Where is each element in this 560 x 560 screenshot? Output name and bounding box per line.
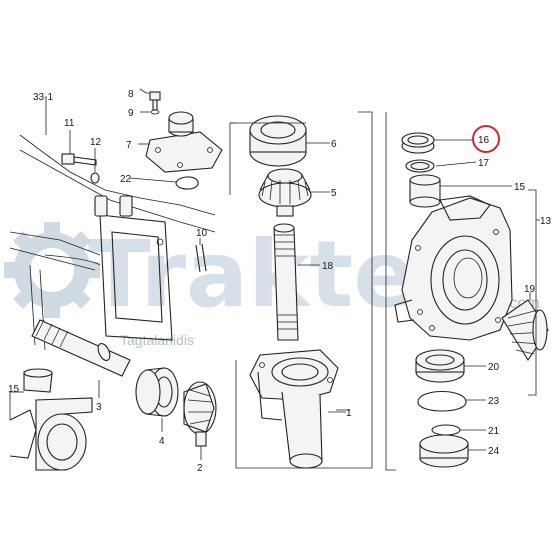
- callout-4: 4: [159, 436, 165, 447]
- callout-20: 20: [488, 362, 500, 373]
- callout-33-1: 33-1: [33, 92, 53, 103]
- callout-12: 12: [90, 137, 102, 148]
- snap-ring-23-drawing: [417, 391, 467, 412]
- callout-2: 2: [197, 463, 203, 474]
- gear-2-drawing: [183, 381, 217, 460]
- callout-16: 16: [478, 135, 490, 146]
- shaft-3-drawing: [31, 319, 131, 398]
- highlight-circle-16: [472, 125, 500, 153]
- bolt-11-drawing: [61, 130, 97, 166]
- housing-lower-left-drawing: [9, 368, 93, 471]
- callout-8: 8: [128, 89, 134, 100]
- ring-21-drawing: [431, 424, 461, 436]
- callout-19: 19: [524, 284, 536, 295]
- cover-7-drawing: [145, 91, 223, 173]
- cap-24-drawing: [419, 434, 469, 468]
- housing-33-1-drawing: [9, 134, 216, 351]
- callout-21: 21: [488, 426, 500, 437]
- snap-ring-22-drawing: [175, 176, 199, 190]
- callout-18: 18: [322, 261, 334, 272]
- gear-5-drawing: [258, 168, 312, 217]
- callout-23: 23: [488, 396, 500, 407]
- callout-9: 9: [128, 108, 134, 119]
- housing-1-drawing: [249, 349, 339, 469]
- callout-15-bottom: 15: [8, 384, 20, 395]
- callout-7: 7: [126, 140, 132, 151]
- callout-5: 5: [331, 188, 337, 199]
- callout-11: 11: [64, 118, 75, 129]
- ring-17-drawing: [405, 159, 435, 173]
- callout-3: 3: [96, 402, 102, 413]
- bearing-20-drawing: [415, 349, 465, 383]
- callout-6: 6: [331, 139, 337, 150]
- callout-17: 17: [478, 158, 490, 169]
- watermark-gear-icon: [4, 222, 100, 318]
- bushing-15-drawing: [409, 174, 441, 208]
- callout-24: 24: [488, 446, 500, 457]
- callout-10: 10: [196, 228, 208, 239]
- pin-10-drawing: [195, 238, 207, 273]
- leader-lines: [45, 88, 540, 471]
- bearing-4-drawing: [135, 367, 179, 432]
- callout-1: 1: [346, 408, 352, 419]
- housing-13-drawing: [394, 195, 513, 341]
- washer-12-drawing: [90, 148, 100, 184]
- callout-15-top: 15: [514, 182, 526, 193]
- callout-13: 13: [540, 216, 552, 227]
- bearing-6-drawing: [249, 115, 307, 167]
- watermark-tagline: Tagtalanidis: [120, 332, 194, 348]
- gear-19-drawing: [501, 299, 549, 362]
- shaft-18-drawing: [273, 223, 299, 341]
- callout-22: 22: [120, 174, 132, 185]
- seal-16-drawing: [401, 132, 435, 154]
